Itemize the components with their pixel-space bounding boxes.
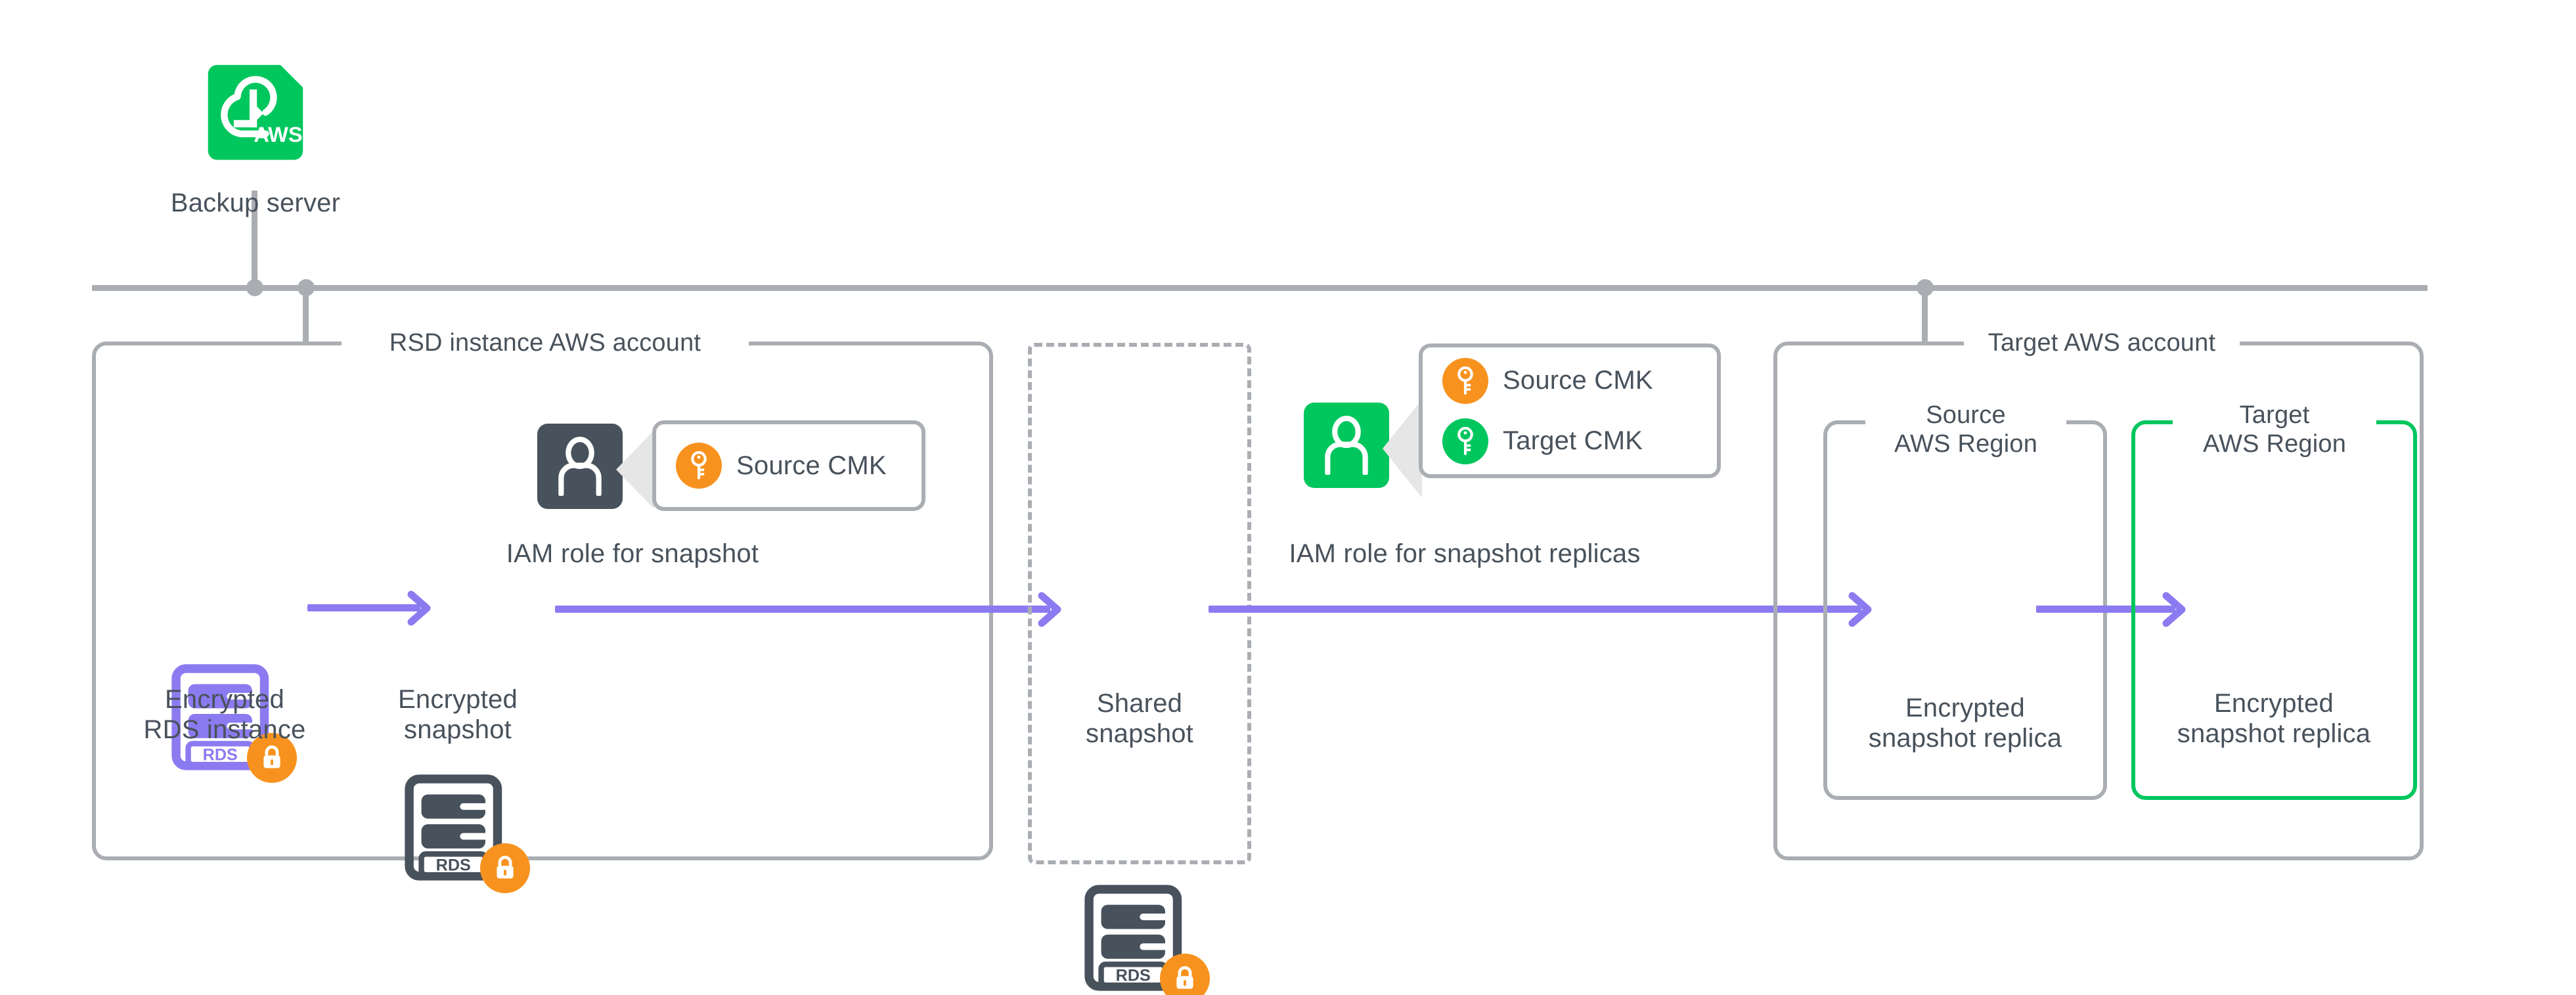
cmk-row: Source CMK: [1442, 357, 1697, 404]
iam-role-icon: [537, 424, 623, 509]
flow-arrow-instance-to-snapshot-head: [406, 590, 433, 626]
group-rsd-account-label: RSD instance AWS account: [389, 329, 701, 357]
flow-arrow-shared-to-source-replica: [1209, 606, 1861, 613]
encrypted-snapshot-label: Encrypted snapshot: [398, 685, 518, 745]
cmk-row: Source CMK: [676, 443, 902, 489]
rds-snapshot-icon: RDS: [1082, 883, 1210, 995]
target-account-connector: [1922, 288, 1928, 342]
key-icon: [1442, 418, 1488, 464]
group-target-account-label: Target AWS account: [1988, 329, 2216, 357]
flow-arrow-instance-to-snapshot: [307, 604, 420, 611]
group-target-region-label: Target AWS Region: [2202, 401, 2347, 458]
flow-arrow-source-to-target-replica: [2036, 606, 2175, 613]
lock-icon: [247, 733, 297, 783]
group-rsd-account: [92, 342, 993, 860]
callout-pointer-snapshot-replicas: [1383, 399, 1422, 498]
backup-server-connector: [252, 190, 257, 288]
flow-arrow-source-to-target-replica-head: [2161, 592, 2188, 627]
cmk-callout-snapshot: Source CMK: [652, 420, 925, 511]
group-source-region-label: Source AWS Region: [1894, 401, 2038, 458]
rds-instance-icon: RDS: [169, 662, 297, 783]
group-source-region-label-notch: [1865, 417, 2066, 428]
svg-text:AWS: AWS: [254, 122, 302, 146]
junction-dot-backup: [246, 279, 263, 296]
flow-arrow-snapshot-to-shared: [555, 606, 1050, 613]
svg-text:RDS: RDS: [1116, 967, 1151, 985]
key-icon: [1442, 357, 1488, 404]
lock-icon: [1160, 954, 1210, 995]
encrypted-rds-instance-label: Encrypted RDS instance: [143, 685, 306, 745]
target-region-replica-label: Encrypted snapshot replica: [2177, 689, 2371, 749]
group-rsd-account-label-notch: [342, 338, 749, 349]
group-target-account-label-notch: [1964, 338, 2240, 349]
cmk-label: Target CMK: [1503, 426, 1643, 455]
cmk-row: Target CMK: [1442, 418, 1697, 464]
svg-text:RDS: RDS: [203, 746, 238, 764]
key-icon: [676, 443, 722, 489]
cmk-label: Source CMK: [1503, 366, 1653, 395]
backbone-line: [92, 285, 2428, 291]
backup-server-label: Backup server: [170, 188, 341, 217]
aws-backup-icon: AWS: [199, 60, 312, 173]
flow-arrow-shared-to-source-replica-head: [1847, 592, 1875, 627]
rsd-account-connector: [303, 288, 309, 343]
iam-role-snapshot-label: IAM role for snapshot: [506, 539, 759, 568]
iam-role-icon: [1304, 403, 1389, 488]
lock-icon: [480, 843, 530, 893]
svg-text:RDS: RDS: [436, 856, 471, 875]
cmk-callout-snapshot-replicas: Source CMK Target CMK: [1419, 343, 1721, 478]
group-target-region-label-notch: [2173, 417, 2376, 428]
group-shared-snapshot-zone: [1028, 343, 1251, 864]
source-region-replica-label: Encrypted snapshot replica: [1868, 694, 2062, 753]
callout-pointer-snapshot: [616, 430, 654, 509]
cmk-label: Source CMK: [736, 451, 887, 480]
iam-role-snapshot-replicas-label: IAM role for snapshot replicas: [1289, 539, 1641, 568]
rds-snapshot-icon: RDS: [403, 772, 530, 893]
flow-arrow-snapshot-to-shared-head: [1036, 592, 1064, 627]
shared-snapshot-label: Shared snapshot: [1086, 689, 1193, 749]
